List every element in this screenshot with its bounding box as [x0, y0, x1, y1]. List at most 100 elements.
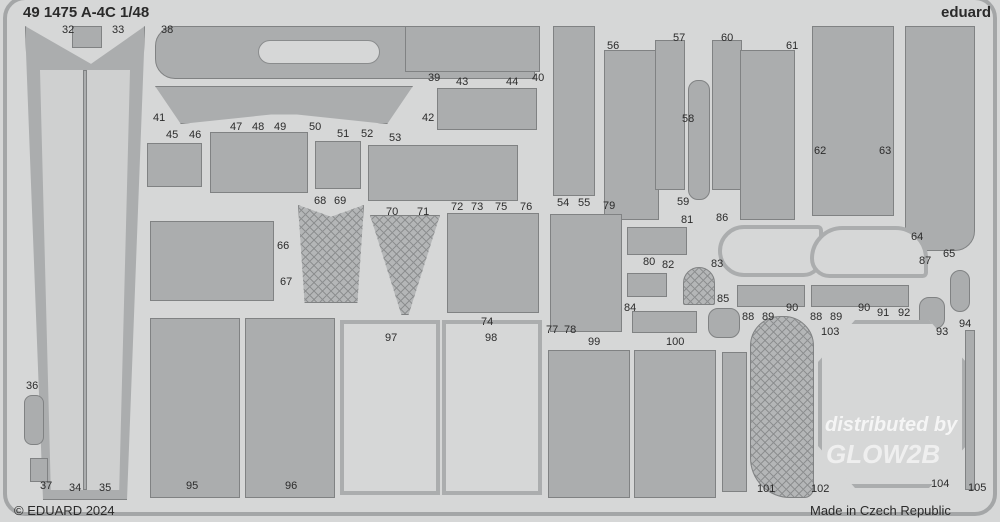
part-number-label: 105 [968, 482, 987, 494]
part-number-label: 79 [603, 200, 616, 212]
part-number-label: 92 [898, 307, 911, 319]
part-number-label: 97 [385, 332, 398, 344]
part-number-label: 47 [230, 121, 243, 133]
part-number-label: 49 [274, 121, 287, 133]
origin-text: Made in Czech Republic [810, 503, 951, 518]
part-number-label: 67 [280, 276, 293, 288]
part-86 [718, 225, 823, 277]
part-number-label: 102 [811, 483, 830, 495]
part-number-label: 88 [742, 311, 755, 323]
part-32-33 [72, 26, 102, 48]
part-94 [950, 270, 970, 312]
part-85 [708, 308, 740, 338]
part-number-label: 89 [830, 311, 843, 323]
part-60 [712, 40, 742, 190]
brand-logo: eduard [940, 4, 991, 21]
part-number-label: 69 [334, 195, 347, 207]
part-number-label: 45 [166, 129, 179, 141]
part-number-label: 35 [99, 482, 112, 494]
part-number-label: 65 [943, 248, 956, 260]
part-101 [722, 352, 747, 492]
part-number-label: 85 [717, 293, 730, 305]
part-103-104 [818, 320, 966, 488]
part-87 [810, 226, 928, 278]
part-number-label: 59 [677, 196, 690, 208]
part-number-label: 56 [607, 40, 620, 52]
part-83 [683, 267, 715, 305]
part-number-label: 64 [911, 231, 924, 243]
part-36 [24, 395, 44, 445]
part-number-label: 76 [520, 201, 533, 213]
part-51-52 [315, 141, 361, 189]
part-number-label: 52 [361, 128, 374, 140]
part-number-label: 71 [417, 206, 430, 218]
part-number-label: 34 [69, 482, 82, 494]
part-number-label: 43 [456, 76, 469, 88]
part-105 [965, 330, 975, 490]
part-number-label: 37 [40, 480, 53, 492]
part-number-label: 36 [26, 380, 39, 392]
part-43-44 [437, 88, 537, 130]
part-56 [604, 50, 659, 220]
part-number-label: 55 [578, 197, 591, 209]
copyright-text: © EDUARD 2024 [14, 503, 115, 518]
part-88-90 [737, 285, 805, 307]
part-64-65 [905, 26, 975, 251]
part-number-label: 87 [919, 255, 932, 267]
flap-spar [83, 70, 87, 490]
part-number-label: 84 [624, 302, 637, 314]
set-title: 49 1475 A-4C 1/48 [23, 4, 150, 21]
part-number-label: 83 [711, 258, 724, 270]
part-number-label: 40 [532, 72, 545, 84]
distributor-watermark-text: distributed by [825, 414, 958, 436]
part-number-label: 82 [662, 259, 675, 271]
part-number-label: 90 [858, 302, 871, 314]
part-84 [632, 311, 697, 333]
part-number-label: 61 [786, 40, 799, 52]
part-number-label: 42 [422, 112, 435, 124]
part-number-label: 33 [112, 24, 125, 36]
part-102 [750, 316, 814, 498]
part-number-label: 50 [309, 121, 322, 133]
part-number-label: 46 [189, 129, 202, 141]
distributor-watermark-logo: GLOW2B [826, 439, 941, 469]
part-45-46 [147, 143, 202, 187]
part-number-label: 94 [959, 318, 972, 330]
part-39-40 [405, 26, 540, 72]
part-number-label: 77 [546, 324, 559, 336]
part-number-label: 80 [643, 256, 656, 268]
part-54-55 [553, 26, 595, 196]
part-number-label: 60 [721, 32, 734, 44]
part-47-50 [210, 132, 308, 193]
part-80-81 [627, 227, 687, 255]
part-number-label: 98 [485, 332, 498, 344]
part-number-label: 81 [681, 214, 694, 226]
part-number-label: 39 [428, 72, 441, 84]
part-77-79 [550, 214, 622, 332]
part-number-label: 100 [666, 336, 685, 348]
part-68-69 [298, 205, 364, 303]
part-37 [30, 458, 48, 482]
part-number-label: 95 [186, 480, 199, 492]
part-62-63 [812, 26, 894, 216]
part-number-label: 93 [936, 326, 949, 338]
part-98 [442, 320, 542, 495]
part-number-label: 91 [877, 307, 890, 319]
part-number-label: 75 [495, 201, 508, 213]
part-number-label: 66 [277, 240, 290, 252]
part-96 [245, 318, 335, 498]
fret-frame [3, 0, 997, 516]
part-66-67 [150, 221, 274, 301]
part-number-label: 74 [481, 316, 494, 328]
part-number-label: 101 [757, 483, 776, 495]
part-number-label: 58 [682, 113, 695, 125]
part-72-76 [447, 213, 539, 313]
part-53 [368, 145, 518, 201]
part-number-label: 99 [588, 336, 601, 348]
part-number-label: 32 [62, 24, 75, 36]
part-38-cutout [258, 40, 380, 64]
part-88-92 [811, 285, 909, 307]
part-number-label: 90 [786, 302, 799, 314]
part-number-label: 54 [557, 197, 570, 209]
part-number-label: 103 [821, 326, 840, 338]
